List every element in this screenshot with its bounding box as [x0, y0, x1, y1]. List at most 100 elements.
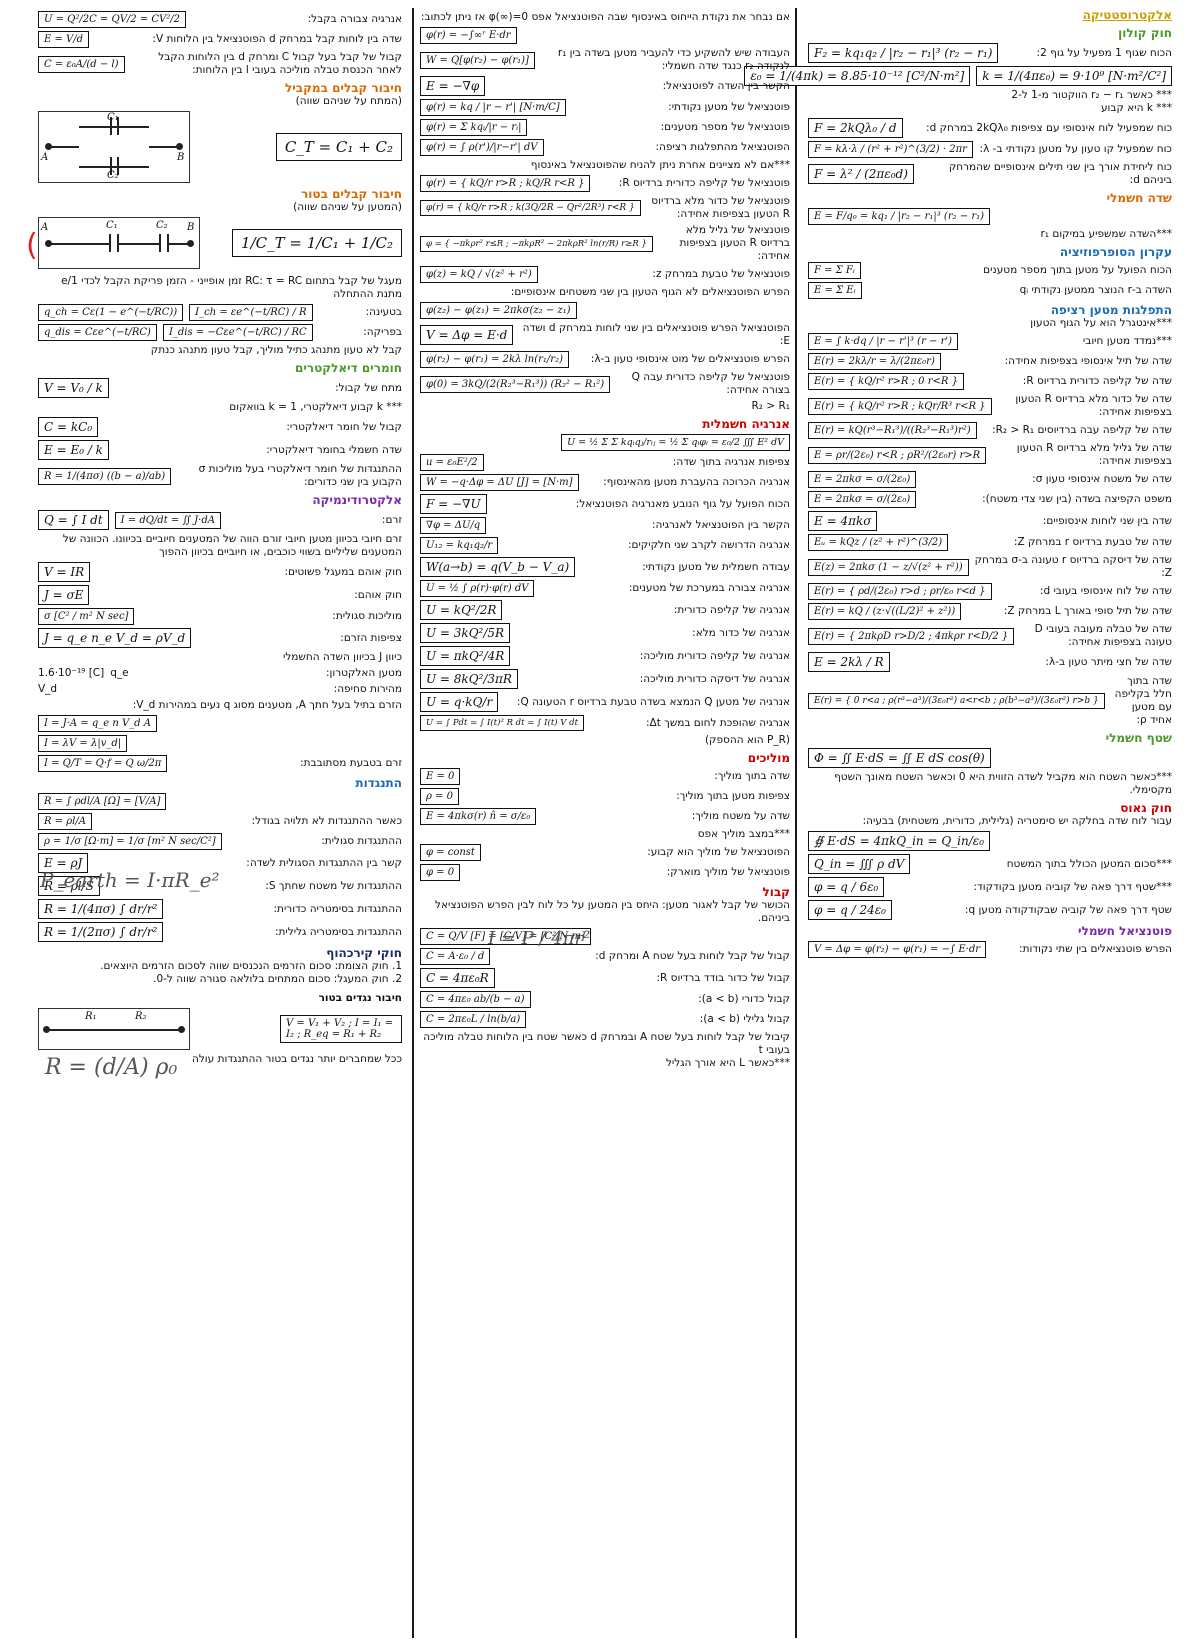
cond-ball-energy-formula: U = 8kQ²/3πR — [420, 669, 518, 689]
resistivity-row: ההתנגדות סגולית: ρ = 1/σ [Ω·m] = 1/σ [m²… — [38, 833, 402, 850]
eps-formula: ε₀ = 1/(4πk) = 8.85·10⁻¹² [C²/N·m²] — [744, 66, 971, 86]
field-sum: E = Σ Eᵢ — [808, 282, 862, 299]
column-divider — [795, 8, 797, 1638]
work-ab-row: עבודה חשמלית של מטען נקודתי: W(a→b) = q(… — [420, 557, 790, 577]
capacitor-plate — [117, 234, 119, 252]
sphere-r: ההתנגדות בסימטריה כדורית: — [273, 902, 403, 915]
shell-field-formula: E(r) = { kQ/r² r>R ; 0 r<R } — [808, 373, 964, 390]
plate-cap-note: קיבול של קבל לוחות בעל שטח A ובמרחק d כא… — [423, 1031, 790, 1056]
energy-work-formula: W = −q·Δφ = ΔU [J] = [N·m] — [420, 474, 579, 491]
label-a: A — [41, 152, 49, 163]
field-formula: E = F/q₀ = kq₁ / |r₂ − r₁|³ (r₂ − r₁) — [808, 208, 991, 225]
dielectric-c: קבול של חומר דיאלקטרי: — [286, 420, 402, 433]
point-potential-formula: φ(r) = kq / |r − r'| [N·m/C] — [420, 99, 566, 116]
charging-row: בטעינה: I_ch = εe^(−t/RC) / R q_ch = Cε(… — [38, 304, 402, 321]
shell-flux-formula: E(r) = { 0 r<a ; ρ(r³−a³)/(3ε₀r²) a<r<b … — [808, 693, 1105, 709]
energy-cap-row: אנרגיה צבורה בקבל: U = Q²/2C = QV/2 = CV… — [38, 11, 402, 28]
power-desc: אנרגיה שהופכת לחום במשך Δt: — [645, 716, 790, 729]
shell-energy: אנרגיה של קליפה כדורית: — [673, 603, 790, 616]
power-formula: U = ∫ Pdt = ∫ I(t)² R dt = ∫ I(t) V dt — [420, 715, 584, 731]
energy-force: הכוח הפועל על גוף הנובע מאנרגיה הפוטנציא… — [575, 497, 790, 510]
energy-work-row: אנרגיה הכרוכה בהעברת מטען מהאינסוף: W = … — [420, 474, 790, 491]
energy-density-formula: u = ε₀E²/2 — [420, 454, 484, 471]
current-density-label: צפיפות הזרם: — [340, 631, 402, 644]
flux-face-row: שטף דרך פאה של קוביה שבקודקודה מטען q: φ… — [808, 900, 1172, 920]
flat-r: ההתנגדות של משטח שחתך S: — [265, 879, 402, 892]
superpos-heading: עקרון הסופרפוזיציה — [1059, 245, 1172, 259]
circuit-wire — [49, 146, 79, 148]
spherical-cap-formula: C = 4πε₀ ab/(b − a) — [420, 991, 531, 1008]
ohm-local-row: חוק אוהם: J = σE — [38, 585, 402, 605]
label-b: B — [177, 152, 185, 163]
sphere-r-row: ההתנגדות בסימטריה כדורית: R = 1/(4πσ) ∫ … — [38, 899, 402, 919]
handwritten-power-earth: P_earth = I·πR_e² — [40, 868, 220, 892]
cap-dielectric-formula: C = ε₀A/(d − l) — [38, 55, 125, 73]
slab-field-formula: E(r) = { ρd/(2ε₀) r>d ; ρr/ε₀ r<d } — [808, 583, 992, 600]
flux-cube-formula: φ = q / 6ε₀ — [808, 877, 885, 897]
continuous-note1: ***אינטגרל הוא על הגוף הטעון — [1030, 317, 1172, 329]
charge-energy-formula: U = q·kQ/r — [420, 692, 499, 712]
length-note: ***כאשר L היא אורך הגליל — [665, 1057, 790, 1069]
electron-charge-value: 1.6·10⁻¹⁹ [C] — [38, 667, 105, 679]
two-charge-energy: אנרגיה הדרושה לקרב שני חלקיקים: — [627, 539, 790, 551]
capacitor-plate — [159, 234, 161, 252]
cond-ball-energy: אנרגיה של דיסקה כדורית מוליכה: — [639, 672, 790, 685]
terminal-dot — [43, 1026, 50, 1033]
capacitor-plate — [109, 234, 111, 252]
cylinder-field-row: שדה של גליל מלא ברדיוס R הטעון בצפיפות א… — [808, 442, 1172, 468]
drift-sym: V_d — [38, 683, 58, 695]
capacitor-field: משפט הקפיצה בשדה (בין שני צדי משטח): — [982, 493, 1172, 505]
charging-current: I_ch = εe^(−t/RC) / R — [189, 304, 313, 321]
terminal-dot — [187, 240, 194, 247]
point-potential: פוטנציאל של מטען נקודתי: — [668, 101, 790, 113]
cond-field-formula: E = 0 — [420, 768, 461, 785]
gauss-note: ***סכום המטען הכולל בתוך המשטח — [1006, 857, 1172, 870]
multi-potential: פוטנציאל של מספר מטענים: — [660, 121, 790, 133]
plane-field-row: שדה של משטח אינסופי טעון σ: E = 2πkσ = σ… — [808, 471, 1172, 488]
ring-current-label: זרם בטבעת מסתובבת: — [300, 757, 402, 769]
rc-desc: מעגל של קבל בתחום RC: τ = RC זמן אופייני… — [61, 275, 402, 300]
cyl-r: ההתנגדות בסימטריה גלילית: — [274, 925, 402, 938]
red-ink-mark-icon: ( — [26, 228, 38, 263]
ring-pot-formula: φ(z) = kQ / √(z² + r²) — [420, 266, 538, 283]
thick-slab-formula: E(r) = { 2πkρD r>D/2 ; 4πkρr r<D/2 } — [808, 627, 1015, 645]
capacitor-formula: C = Q/V [F] = [C/V] = [C²/N·m] — [420, 928, 591, 945]
force-plane: כוח שמפעיל לוח אינסופי עם צפיפות 2kQλ₀ ב… — [926, 121, 1172, 134]
ring-field-formula: Eᵤ = kQz / (z² + r²)^(3/2) — [808, 534, 949, 551]
ball-field-row: שדה של כדור מלא ברדיוס R הטעון בצפיפות א… — [808, 393, 1172, 419]
dielectric-e-row: שדה חשמלי בחומר דיאלקטרי: E = E₀ / k — [38, 440, 402, 460]
circuit-wire — [49, 243, 109, 245]
pot-line-row: הפרש פוטנציאלים של מוט אינסופי טעון ב-λ:… — [420, 351, 790, 368]
resistance-wire: כאשר ההתנגדות לא תלויה בגודל: — [251, 815, 402, 827]
thick-shell-row: שדה של קליפה עבה ברדיוסים R₂ > R₁: E(r) … — [808, 422, 1172, 439]
dielectric-heading: חומרים דיאלקטרים — [294, 361, 402, 375]
continuous-note2: ***נמדד מטען חיובי — [1082, 335, 1172, 347]
cyl-cap: קבול גלילי (a < b): — [699, 1013, 790, 1025]
cond-surface: שדה על משטח מוליך: — [691, 810, 790, 822]
series-row: 1/C_T = 1/C₁ + 1/C₂ A B C₁ C₂ — [38, 217, 402, 269]
potdiff-row: הפוטנציאל הפרש פוטנציאלים בין שני לוחות … — [420, 322, 790, 348]
handwritten-intensity: I = P / 4πr² — [488, 928, 591, 949]
circuit-wire — [169, 243, 189, 245]
flat-r-row: ההתנגדות של משטח שחתך S: R = ρl/S — [38, 876, 402, 896]
conductivity-formula: σ [C² / m² N sec] — [38, 608, 135, 625]
potential-formula: V = Δφ = φ(r₂) − φ(r₁) = −∫ E·dr — [808, 941, 987, 958]
label-b: B — [187, 222, 195, 233]
coulomb-heading: חוק קולון — [1118, 26, 1172, 40]
electron-charge-sym: q_e — [110, 667, 129, 679]
field-sum-row: השדה ב-r הנוצר ממטען נקודתי qᵢ E = Σ Eᵢ — [808, 282, 1172, 299]
pot-line: הפרש פוטנציאלים של מוט אינסופי טעון ב-λ: — [590, 353, 790, 365]
series-r-row: V = V₁ + V₂ ; I = I₁ = I₂ ; R_eq = R₁ + … — [38, 1008, 402, 1050]
thick-pot-cond: R₂ > R₁ — [751, 400, 790, 412]
ohm-row: חוק אוהם במעגל פשוטים: V = IR — [38, 562, 402, 582]
point-potential-row: פוטנציאל של מטען נקודתי: φ(r) = kq / |r … — [420, 99, 790, 116]
label-c2: C₂ — [107, 170, 119, 181]
dielectric-r-row: ההתנגדות של חומר דיאלקטרי בעל מוליכות σ … — [38, 463, 402, 489]
terminal-dot — [176, 143, 183, 150]
resistivity-rel-row: קשר בין ההתנגדות הסגולית לשדה: E = ρJ — [38, 853, 402, 873]
series-circuit-diagram: A B C₁ C₂ — [38, 217, 200, 269]
current-note: זרם חיובי בכיוון מטען חיובי זורם הווה של… — [62, 533, 402, 558]
capacitor-plate — [117, 117, 119, 135]
capacitor-plate — [110, 157, 112, 175]
conductivity: מוליכות סגולית: — [332, 610, 402, 622]
